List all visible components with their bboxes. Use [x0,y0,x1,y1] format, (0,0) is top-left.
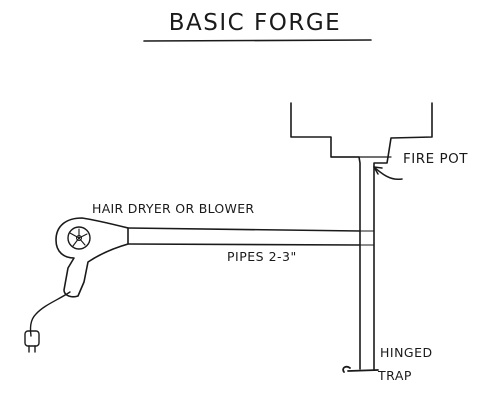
plug-icon [24,330,40,353]
hinged-label: HINGED [380,345,433,360]
pipe-joint [359,230,375,246]
hinged-trap [342,365,379,373]
fire-pot-outline [290,102,433,370]
hair-dryer-icon [55,217,129,298]
power-cord [29,291,71,337]
title-underline [143,39,372,42]
fire-pot-arrowhead [373,166,383,175]
fire-pot-arrow [373,166,403,181]
trap-label: TRAP [377,368,412,383]
pipes-label: PIPES 2-3" [227,249,297,264]
fire-pot-label: FIRE POT [403,151,468,167]
air-pipe [127,227,361,246]
diagram-title: BASIC FORGE [169,10,341,36]
hair-dryer-label: HAIR DRYER OR BLOWER [92,201,254,216]
